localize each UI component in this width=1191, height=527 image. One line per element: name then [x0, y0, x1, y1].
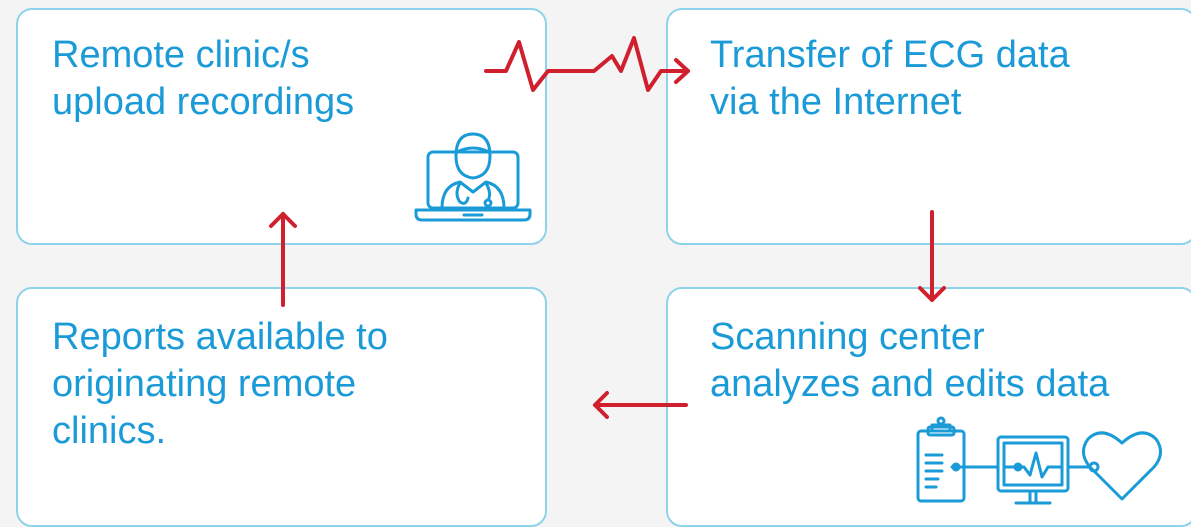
scanning-icons-group [916, 416, 1162, 505]
ecg-monitor-icon [996, 435, 1070, 505]
doctor-laptop-icon [414, 132, 532, 222]
up-arrow [269, 212, 297, 307]
reports-box: Reports available to originating remote … [16, 287, 547, 527]
transfer-box: Transfer of ECG data via the Internet [666, 8, 1191, 245]
ecg-transfer-arrow [484, 36, 690, 92]
remote-clinic-text: Remote clinic/s upload recordings [52, 34, 355, 123]
down-arrow [918, 210, 946, 302]
remote-clinic-box: Remote clinic/s upload recordings [16, 8, 547, 245]
heart-icon [1082, 431, 1162, 501]
scanning-text: Scanning center analyzes and edits data [710, 316, 1110, 405]
left-arrow [593, 391, 688, 419]
reports-text: Reports available to originating remote … [52, 316, 388, 452]
transfer-text: Transfer of ECG data via the Internet [710, 34, 1070, 123]
